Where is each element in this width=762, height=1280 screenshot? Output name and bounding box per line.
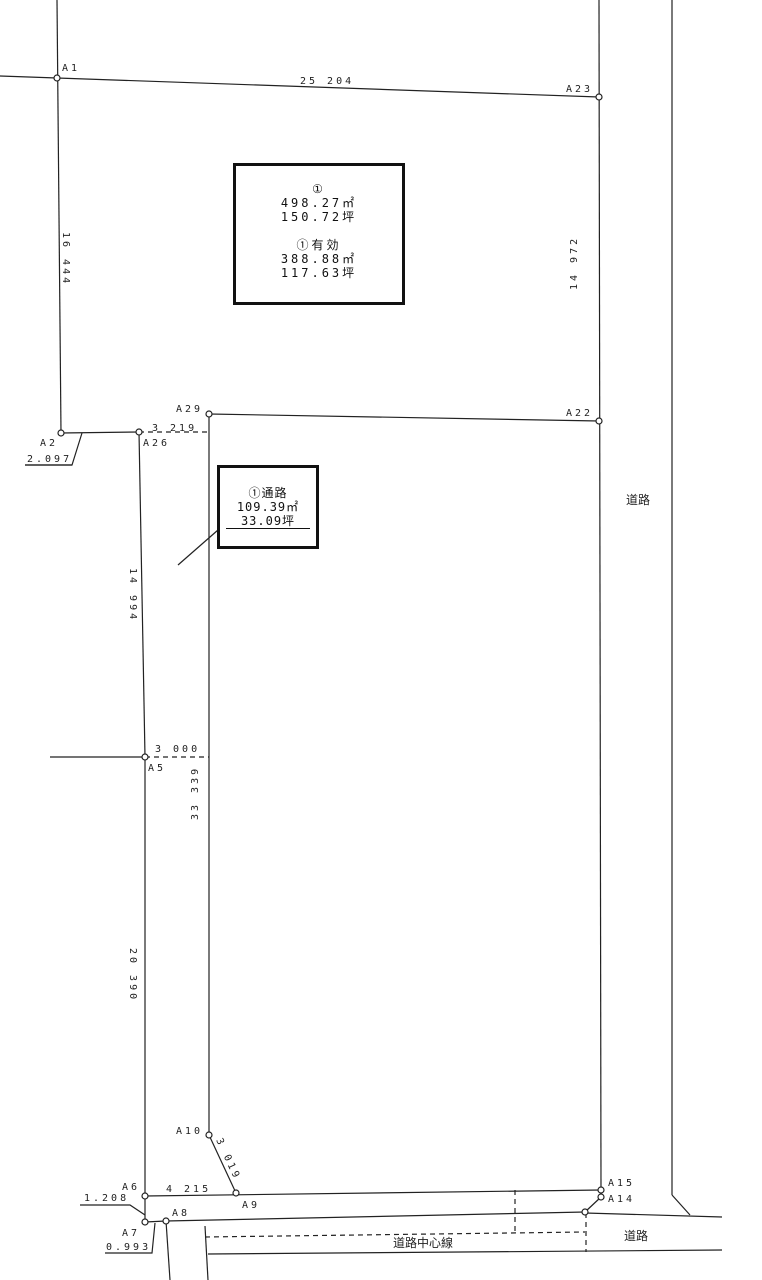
road-label-bottom: 道路 — [624, 1228, 648, 1243]
lot-area-m2: 498.27㎡ — [280, 196, 358, 210]
label-a5: A5 — [148, 763, 166, 774]
label-a8: A8 — [172, 1208, 190, 1219]
label-a2: A2 — [40, 438, 58, 449]
passage-title: ①通路 — [248, 486, 288, 500]
dim-a26-a29: 3 219 — [152, 423, 197, 434]
dashed-lines — [139, 431, 587, 1252]
boundary-lines — [0, 0, 723, 1280]
road-labels: 道路 道路 道路中心線 — [393, 492, 650, 1250]
label-a10: A10 — [176, 1126, 203, 1137]
lot-effective-title: ①有効 — [296, 238, 342, 252]
label-a29: A29 — [176, 404, 203, 415]
dim-a6-a7: 1.208 — [84, 1193, 129, 1204]
label-a26: A26 — [143, 438, 170, 449]
dim-a5-dash: 3 000 — [155, 744, 200, 755]
dim-a23-a22: 14 972 — [569, 236, 580, 290]
dim-a7-a8: 0.993 — [106, 1242, 151, 1253]
label-a14: A14 — [608, 1194, 635, 1205]
lot-title: ① — [312, 182, 326, 196]
passage-area-box: ①通路 109.39㎡ 33.09坪 — [217, 465, 319, 549]
dim-a2-a26: 2.097 — [27, 454, 72, 465]
lot-area-box: ① 498.27㎡ 150.72坪 ①有効 388.88㎡ 117.63坪 — [233, 163, 405, 305]
dim-a1-a2: 16 444 — [60, 232, 71, 286]
dim-a1-a23: 25 204 — [300, 76, 354, 87]
lot-effective-tsubo: 117.63坪 — [280, 266, 358, 280]
road-label-right: 道路 — [626, 492, 650, 507]
label-a15: A15 — [608, 1178, 635, 1189]
passage-area-tsubo: 33.09坪 — [226, 514, 310, 529]
label-a22: A22 — [566, 408, 593, 419]
lot-area-tsubo: 150.72坪 — [280, 210, 358, 224]
label-a1: A1 — [62, 63, 80, 74]
label-a9: A9 — [242, 1200, 260, 1211]
label-a7: A7 — [122, 1228, 140, 1239]
label-a6: A6 — [122, 1182, 140, 1193]
label-a23: A23 — [566, 84, 593, 95]
passage-area-m2: 109.39㎡ — [236, 500, 300, 514]
survey-points — [53, 74, 605, 1226]
point-labels: A1 A23 A22 A29 A26 A2 A5 A10 A9 A6 A15 A… — [40, 63, 635, 1239]
lot-effective-m2: 388.88㎡ — [280, 252, 358, 266]
dim-a5-a6: 20 390 — [127, 948, 138, 1002]
road-centerline-label: 道路中心線 — [393, 1235, 453, 1250]
dim-a26-a5: 14 994 — [127, 568, 138, 622]
dim-a6-a9: 4 215 — [166, 1184, 211, 1195]
dim-a29-a10: 33 339 — [190, 766, 201, 820]
